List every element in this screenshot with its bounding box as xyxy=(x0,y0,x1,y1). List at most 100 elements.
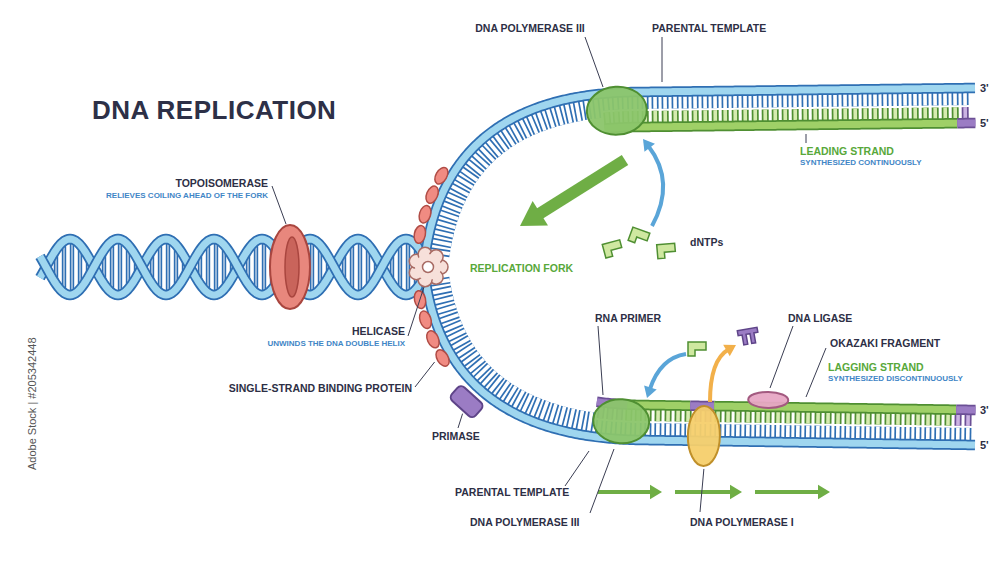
leader-line xyxy=(272,186,286,224)
base xyxy=(693,95,697,108)
base xyxy=(966,414,970,426)
base-outline xyxy=(532,398,540,417)
base-outline xyxy=(951,92,958,105)
base-outline xyxy=(884,413,891,425)
base xyxy=(803,109,807,121)
base-outline xyxy=(691,95,698,108)
base xyxy=(776,425,780,438)
strand-backbone xyxy=(425,88,975,258)
helicase-hole xyxy=(423,262,434,273)
base xyxy=(432,241,452,245)
base xyxy=(723,110,727,122)
base xyxy=(873,108,877,120)
base-outline xyxy=(664,423,671,436)
base xyxy=(547,109,553,128)
base xyxy=(656,423,660,436)
base-outline xyxy=(912,108,919,120)
base xyxy=(743,95,747,108)
base-outline xyxy=(772,109,779,121)
base-outline xyxy=(434,231,453,236)
base xyxy=(816,426,820,439)
base xyxy=(796,411,800,423)
base xyxy=(856,412,860,424)
base-outline xyxy=(432,241,452,245)
enzyme-label: TOPOISOMERASE xyxy=(175,177,268,189)
base-outline xyxy=(514,391,524,409)
base xyxy=(686,410,690,422)
enzyme-note: RELIEVES COILING AHEAD OF THE FORK xyxy=(106,191,268,200)
strand-label: LAGGING STRAND xyxy=(828,361,924,373)
base xyxy=(893,93,897,106)
base xyxy=(746,425,750,438)
base xyxy=(74,245,78,289)
base-outline xyxy=(741,95,748,108)
arrow-head xyxy=(723,345,736,356)
base-outline xyxy=(791,94,798,107)
dna-ligase xyxy=(748,392,788,409)
base xyxy=(653,96,657,109)
base xyxy=(886,413,890,425)
base-outline xyxy=(752,110,759,122)
base-outline xyxy=(834,426,841,439)
base-outline xyxy=(217,245,224,289)
base xyxy=(766,425,770,438)
base xyxy=(786,425,790,438)
base-outline xyxy=(724,410,731,422)
nucleotide-shape xyxy=(602,240,623,258)
base xyxy=(122,245,126,289)
base xyxy=(746,411,750,423)
base xyxy=(511,124,521,141)
base-outline xyxy=(931,92,938,105)
base xyxy=(883,93,887,106)
base xyxy=(806,412,810,424)
enzyme-label: DNA POLYMERASE III xyxy=(470,516,580,528)
base xyxy=(736,424,740,437)
base xyxy=(933,107,937,119)
base xyxy=(532,398,540,417)
base xyxy=(713,110,717,122)
base xyxy=(963,92,967,105)
end-label: 3' xyxy=(980,82,989,95)
base xyxy=(893,108,897,120)
base xyxy=(703,110,707,122)
base xyxy=(354,243,358,291)
base xyxy=(162,243,166,291)
base xyxy=(916,427,920,440)
base-outline xyxy=(954,414,961,426)
nucleotide-shape xyxy=(628,227,650,246)
base-outline xyxy=(891,93,898,106)
base-outline xyxy=(964,428,971,441)
base-outline xyxy=(440,315,459,322)
base-outline xyxy=(520,119,529,137)
base-outline xyxy=(892,108,899,120)
enzyme-label: DNA POLYMERASE I xyxy=(690,516,794,528)
base-outline xyxy=(851,93,858,106)
base xyxy=(793,109,797,121)
base-outline xyxy=(922,108,929,120)
nucleotide-shape xyxy=(688,342,706,356)
base-outline xyxy=(443,203,462,210)
base-outline xyxy=(914,413,921,425)
strand-backbone xyxy=(40,239,426,295)
base xyxy=(666,409,670,421)
base xyxy=(843,109,847,121)
ssb-protein xyxy=(433,347,452,368)
arrow-shaft xyxy=(755,490,819,494)
ssb-protein xyxy=(417,204,433,224)
enzyme-label: DNA LIGASE xyxy=(788,312,852,324)
base xyxy=(443,323,461,331)
base-outline xyxy=(681,95,688,108)
base xyxy=(786,411,790,423)
base-outline xyxy=(831,94,838,107)
end-label: 5' xyxy=(980,439,989,452)
base-outline xyxy=(209,243,216,291)
base xyxy=(943,92,947,105)
arrow-shaft xyxy=(675,490,731,494)
base xyxy=(906,427,910,440)
base xyxy=(866,426,870,439)
base xyxy=(440,315,459,322)
base-outline xyxy=(852,108,859,120)
leader-line xyxy=(770,326,793,388)
base-outline xyxy=(734,424,741,437)
base xyxy=(956,414,960,426)
